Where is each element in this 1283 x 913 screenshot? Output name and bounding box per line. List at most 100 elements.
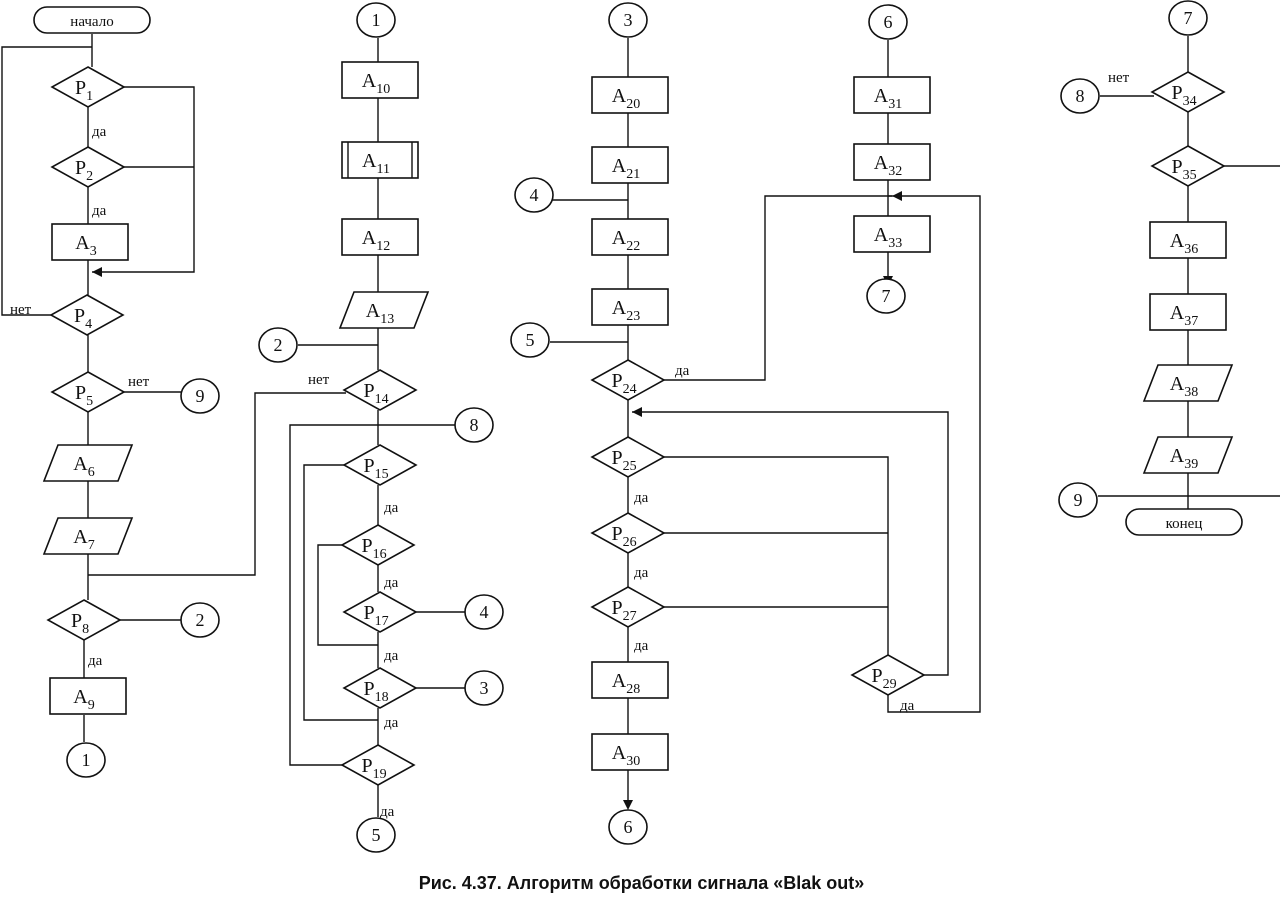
connector-circle: [356, 2, 396, 38]
node-label-p17: P17: [363, 602, 388, 629]
decision-diamond: [50, 146, 126, 188]
connector-c5b: 5: [356, 817, 396, 853]
connector-circle: [866, 278, 906, 314]
connector-c1a: 1: [356, 2, 396, 38]
decision-diamond: [1150, 145, 1226, 187]
connector-c8a: 8: [454, 407, 494, 443]
decision-p17: P17: [342, 591, 418, 633]
node-label-a22: A22: [612, 227, 640, 254]
connector-circle: [180, 602, 220, 638]
connector-circle: [464, 670, 504, 706]
decision-diamond: [49, 294, 125, 336]
edge-line: [664, 195, 981, 713]
decision-diamond: [46, 599, 122, 641]
io-parallelogram: [42, 444, 134, 482]
node-label-p35: P35: [1171, 156, 1196, 183]
process-box: [591, 146, 669, 184]
terminal-shape: [1125, 508, 1243, 536]
decision-diamond: [342, 369, 418, 411]
connector-label: 4: [480, 602, 489, 622]
connector-label: 6: [884, 12, 893, 32]
edge-label-yes: да: [634, 638, 649, 654]
connector-c9b: 9: [1058, 482, 1098, 518]
decision-diamond: [50, 66, 126, 108]
edge-label-yes: да: [384, 648, 399, 664]
node-label-p19: P19: [361, 755, 386, 782]
edge-line: [88, 392, 346, 576]
process-box: [341, 61, 419, 99]
node-label-p14: P14: [363, 380, 388, 407]
node-label-p8: P8: [71, 610, 89, 637]
connector-label: 3: [624, 10, 633, 30]
process-box: [49, 677, 127, 715]
edge-label-yes: да: [92, 124, 107, 140]
connector-label: 3: [480, 678, 489, 698]
edge-line: [664, 456, 889, 655]
node-label-a10: A10: [362, 70, 390, 97]
node-label-a9: A9: [73, 686, 94, 713]
decision-p15: P15: [342, 444, 418, 486]
process-box: [591, 733, 669, 771]
process-box: [591, 661, 669, 699]
arrow-head: [623, 800, 633, 810]
edge-label-yes: да: [380, 804, 395, 820]
connector-label: 8: [470, 415, 479, 435]
flowchart-diagram: P1P2A3P4P5A6A7P8A9A10A11A12A13P14P15P16P…: [1, 0, 1280, 853]
process-a28: A28: [591, 661, 669, 699]
connector-circle: [464, 594, 504, 630]
process-a11: A11: [341, 141, 419, 179]
process-box: [591, 288, 669, 326]
edge-label-yes: да: [384, 715, 399, 731]
connector-c7a: 7: [866, 278, 906, 314]
decision-p26: P26: [590, 512, 666, 554]
decision-p4: P4: [49, 294, 125, 336]
connector-c5a: 5: [510, 322, 550, 358]
edge-line: [303, 464, 378, 721]
connector-label: 9: [1074, 490, 1083, 510]
decision-p25: P25: [590, 436, 666, 478]
process-box: [51, 223, 129, 261]
process-a38: A38: [1142, 364, 1234, 402]
node-label-a33: A33: [874, 224, 902, 251]
node-label-a7: A7: [73, 526, 94, 553]
process-a36: A36: [1149, 221, 1227, 259]
node-label-p34: P34: [1171, 82, 1196, 109]
node-label-p26: P26: [611, 523, 636, 550]
process-a3: A3: [51, 223, 129, 261]
connector-circle: [180, 378, 220, 414]
process-a33: A33: [853, 215, 931, 253]
edge-label-yes: да: [384, 500, 399, 516]
decision-p24: P24: [590, 359, 666, 401]
process-a30: A30: [591, 733, 669, 771]
process-a12: A12: [341, 218, 419, 256]
io-parallelogram: [42, 517, 134, 555]
connector-circle: [258, 327, 298, 363]
connector-c6b: 6: [608, 809, 648, 845]
edge-label-yes: да: [634, 490, 649, 506]
process-box: [341, 218, 419, 256]
node-label-a39: A39: [1170, 445, 1198, 472]
node-label-p29: P29: [871, 665, 896, 692]
process-box: [341, 141, 419, 179]
process-box: [853, 143, 931, 181]
decision-p5: P5: [50, 371, 126, 413]
edge-label-yes: да: [384, 575, 399, 591]
io-parallelogram: [1142, 436, 1234, 474]
decision-p16: P16: [340, 524, 416, 566]
terminal-shape: [33, 6, 151, 34]
node-label-a20: A20: [612, 85, 640, 112]
node-label-a6: A6: [73, 453, 94, 480]
connector-circle: [608, 809, 648, 845]
node-label-a11: A11: [362, 150, 390, 177]
terminal-end: конец: [1125, 508, 1243, 536]
io-parallelogram: [338, 291, 430, 329]
connector-c3a: 3: [608, 2, 648, 38]
edge-line: [1, 46, 92, 316]
connector-label: 9: [196, 386, 205, 406]
edge-label-no: нет: [128, 374, 150, 390]
connector-label: 8: [1076, 86, 1085, 106]
decision-p19: P19: [340, 744, 416, 786]
decision-diamond: [342, 444, 418, 486]
process-box: [853, 215, 931, 253]
